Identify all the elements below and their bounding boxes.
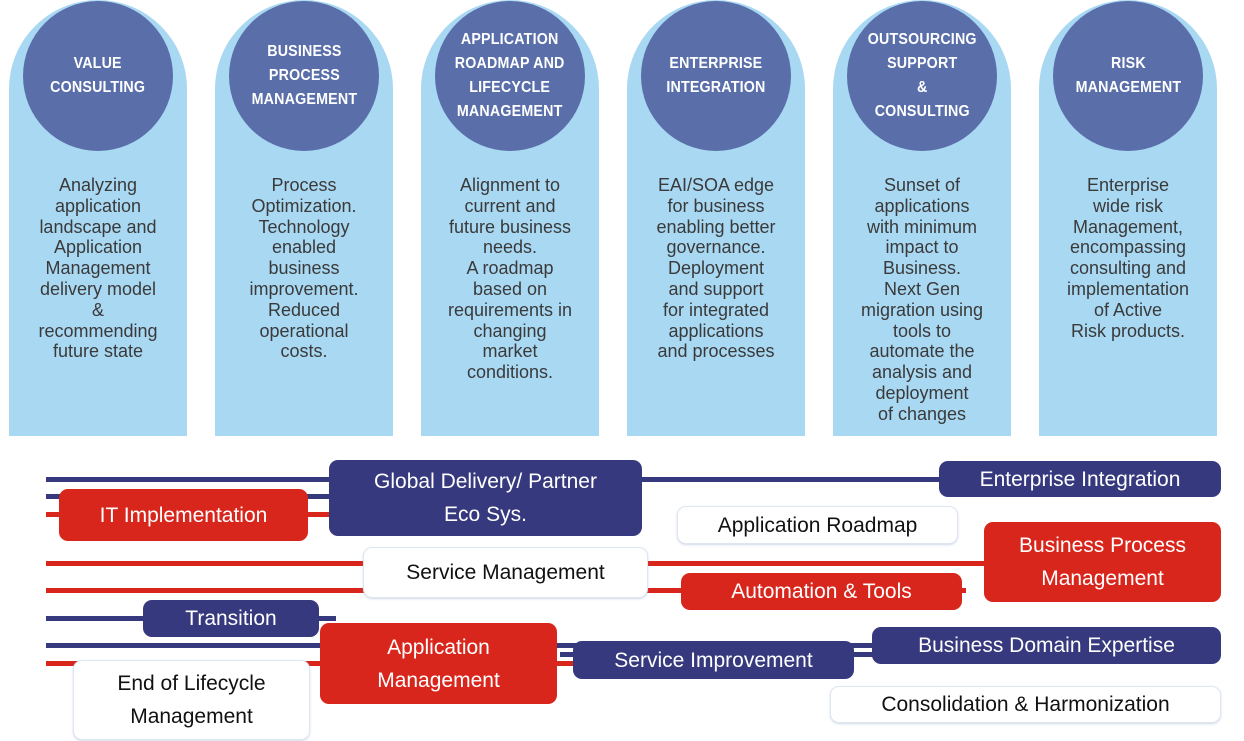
card-description: Alignment to current and future business… [447, 175, 573, 383]
card-risk-management: RISK MANAGEMENT Enterprise wide risk Man… [1039, 0, 1217, 436]
card-circle: RISK MANAGEMENT [1053, 1, 1203, 151]
card-enterprise-integration: ENTERPRISE INTEGRATION EAI/SOA edge for … [627, 0, 805, 436]
card-circle: OUTSOURCING SUPPORT & CONSULTING [847, 1, 997, 151]
business-domain-expertise-pill: Business Domain Expertise [872, 627, 1221, 664]
service-improvement-pill: Service Improvement [573, 641, 854, 679]
card-circle: APPLICATION ROADMAP AND LIFECYCLE MANAGE… [435, 1, 585, 151]
card-title: APPLICATION ROADMAP AND LIFECYCLE MANAGE… [455, 31, 565, 120]
card-description: Sunset of applications with minimum impa… [860, 175, 984, 424]
card-value-consulting: VALUE CONSULTING Analyzing application l… [9, 0, 187, 436]
card-outsourcing-support: OUTSOURCING SUPPORT & CONSULTING Sunset … [833, 0, 1011, 436]
transition-pill: Transition [143, 600, 319, 637]
card-application-roadmap: APPLICATION ROADMAP AND LIFECYCLE MANAGE… [421, 0, 599, 436]
automation-tools-pill: Automation & Tools [681, 573, 962, 610]
card-circle: ENTERPRISE INTEGRATION [641, 1, 791, 151]
application-roadmap-pill: Application Roadmap [677, 506, 958, 544]
card-business-process-management: BUSINESS PROCESS MANAGEMENT Process Opti… [215, 0, 393, 436]
service-management-pill: Service Management [363, 547, 648, 598]
card-description: Process Optimization. Technology enabled… [249, 175, 359, 362]
card-title: VALUE CONSULTING [50, 55, 146, 96]
card-circle: VALUE CONSULTING [23, 1, 173, 151]
card-description: Analyzing application landscape and Appl… [38, 175, 158, 362]
it-implementation-pill: IT Implementation [59, 489, 308, 541]
business-process-management-pill: Business Process Management [984, 522, 1221, 602]
card-circle: BUSINESS PROCESS MANAGEMENT [229, 1, 379, 151]
card-title: BUSINESS PROCESS MANAGEMENT [251, 43, 357, 108]
consolidation-harmonization-pill: Consolidation & Harmonization [830, 686, 1221, 723]
card-title: OUTSOURCING SUPPORT & CONSULTING [867, 31, 977, 120]
card-description: EAI/SOA edge for business enabling bette… [656, 175, 776, 362]
card-title: RISK MANAGEMENT [1075, 55, 1181, 96]
application-management-pill: Application Management [320, 623, 557, 704]
card-description: Enterprise wide risk Management, encompa… [1066, 175, 1190, 341]
enterprise-integration-pill: Enterprise Integration [939, 461, 1221, 497]
end-of-lifecycle-pill: End of Lifecycle Management [73, 660, 310, 740]
global-delivery-pill: Global Delivery/ Partner Eco Sys. [329, 460, 642, 536]
card-title: ENTERPRISE INTEGRATION [666, 55, 766, 96]
